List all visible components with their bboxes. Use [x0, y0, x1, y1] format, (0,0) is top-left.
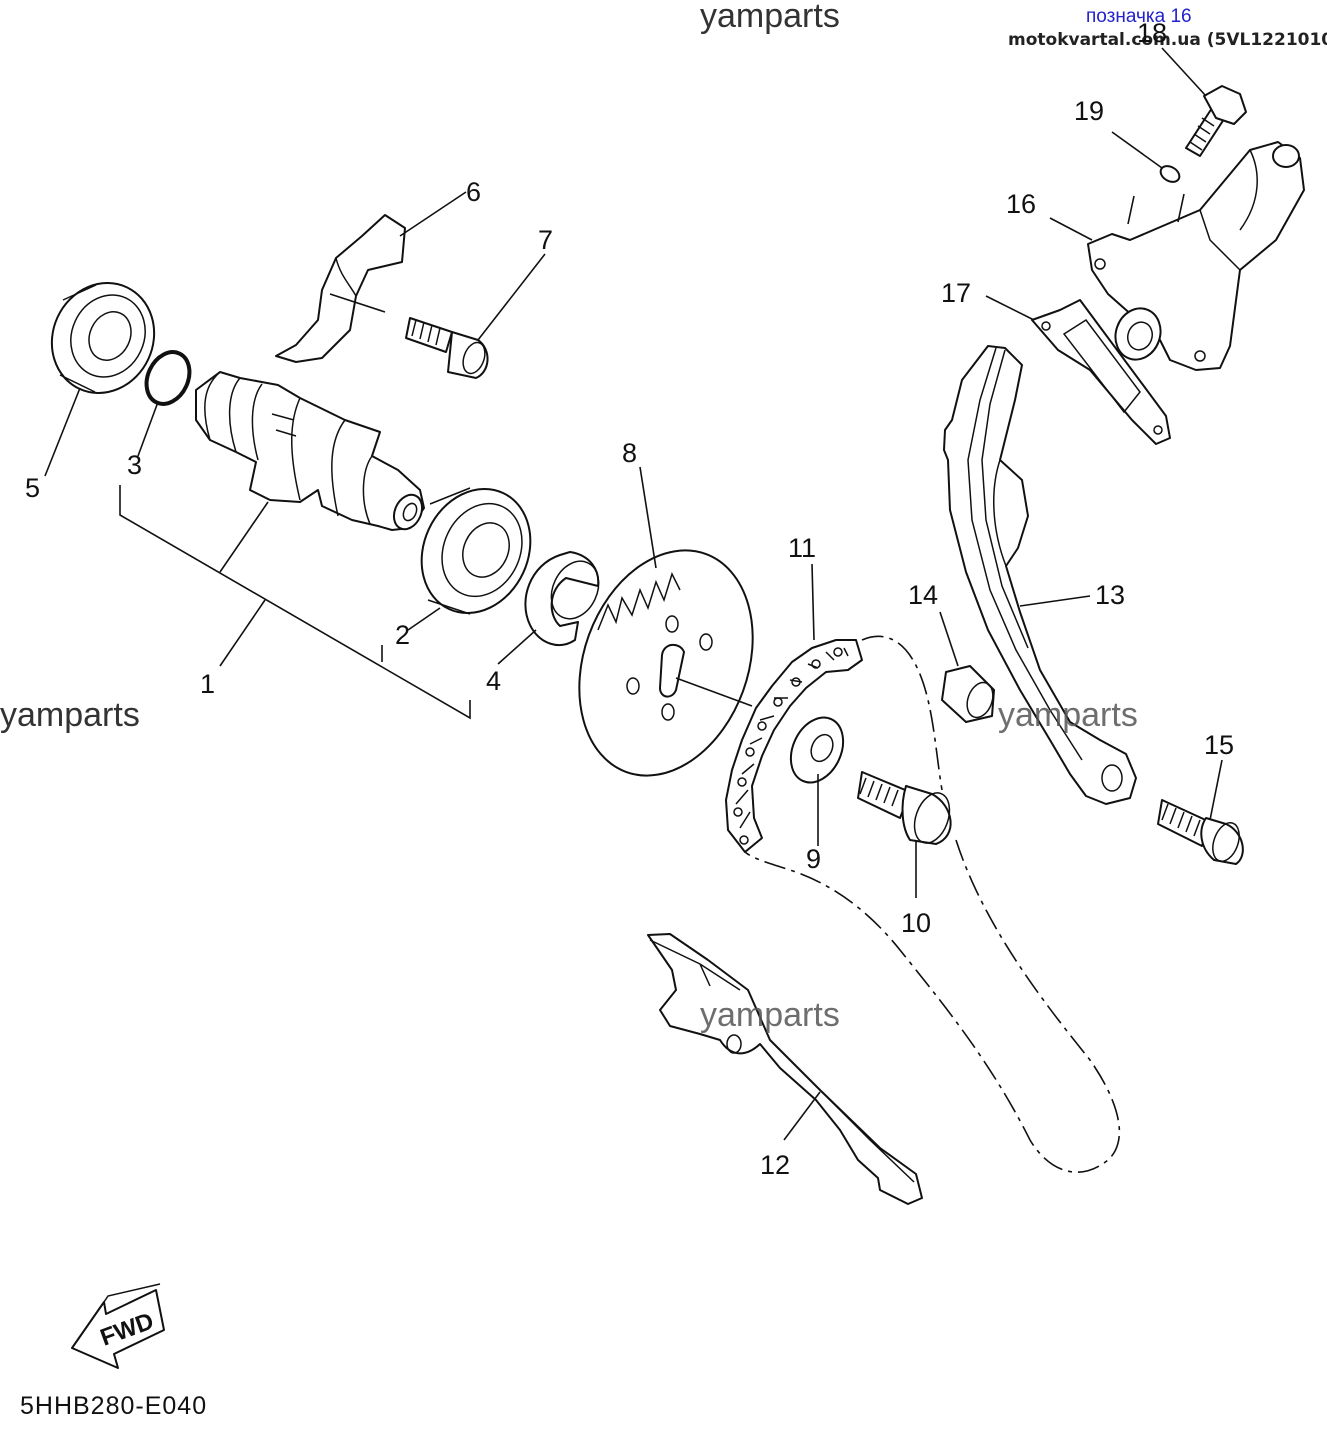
callout-16: 16 — [1006, 189, 1036, 219]
callout-18: 18 — [1137, 18, 1167, 48]
part-11-chain — [725, 639, 863, 853]
chain-route — [744, 635, 1121, 1173]
callout-12: 12 — [760, 1150, 790, 1180]
part-7-bolt — [405, 317, 489, 379]
part-1-camshaft — [195, 371, 425, 531]
part-15-bolt — [1157, 799, 1244, 865]
callout-4: 4 — [486, 666, 501, 696]
part-10-bolt — [857, 771, 952, 845]
part-5-bearing — [50, 282, 156, 394]
watermark-right: yamparts — [998, 696, 1138, 734]
watermark-top: yamparts — [700, 0, 840, 35]
part-18-bolt — [1185, 85, 1247, 157]
part-19-washer — [1159, 165, 1181, 183]
callout-3: 3 — [127, 450, 142, 480]
callout-9: 9 — [806, 844, 821, 874]
part-13-tensioner-guide — [943, 345, 1137, 805]
callout-8: 8 — [622, 438, 637, 468]
callout-14: 14 — [908, 580, 938, 610]
callout-11: 11 — [788, 533, 816, 563]
callout-7: 7 — [538, 225, 553, 255]
site-text: motokvartal.com.ua (5VL122101000) — [1008, 30, 1327, 50]
callout-5: 5 — [25, 473, 40, 503]
part-17-gasket — [1031, 299, 1171, 445]
part-3-o-ring — [144, 350, 192, 406]
callout-numbers: 1 2 3 4 5 6 7 8 9 10 11 12 13 14 15 16 1… — [25, 18, 1234, 1180]
part-4-collar — [524, 551, 600, 646]
part-12-chain-guide — [647, 933, 923, 1205]
part-2-bearing — [420, 487, 532, 615]
fwd-arrow-icon: FWD — [71, 1283, 165, 1369]
callout-2: 2 — [395, 620, 410, 650]
callout-19: 19 — [1074, 96, 1104, 126]
part-16-tensioner — [1087, 141, 1305, 371]
part-14-collar — [941, 665, 995, 723]
callout-15: 15 — [1204, 730, 1234, 760]
callout-10: 10 — [901, 908, 931, 938]
part-9-washer — [789, 716, 845, 784]
diagram-code: 5HHB280-E040 — [20, 1392, 207, 1420]
note-label: позначка 16 — [1086, 6, 1192, 27]
callout-6: 6 — [466, 177, 481, 207]
callout-13: 13 — [1095, 580, 1125, 610]
part-8-sprocket — [578, 549, 754, 777]
callout-1: 1 — [200, 669, 215, 699]
leader-lines — [44, 47, 1223, 1141]
watermark-bottom: yamparts — [700, 996, 840, 1034]
callout-17: 17 — [941, 278, 971, 308]
part-6-plate — [275, 214, 406, 363]
watermark-left: yamparts — [0, 696, 140, 734]
